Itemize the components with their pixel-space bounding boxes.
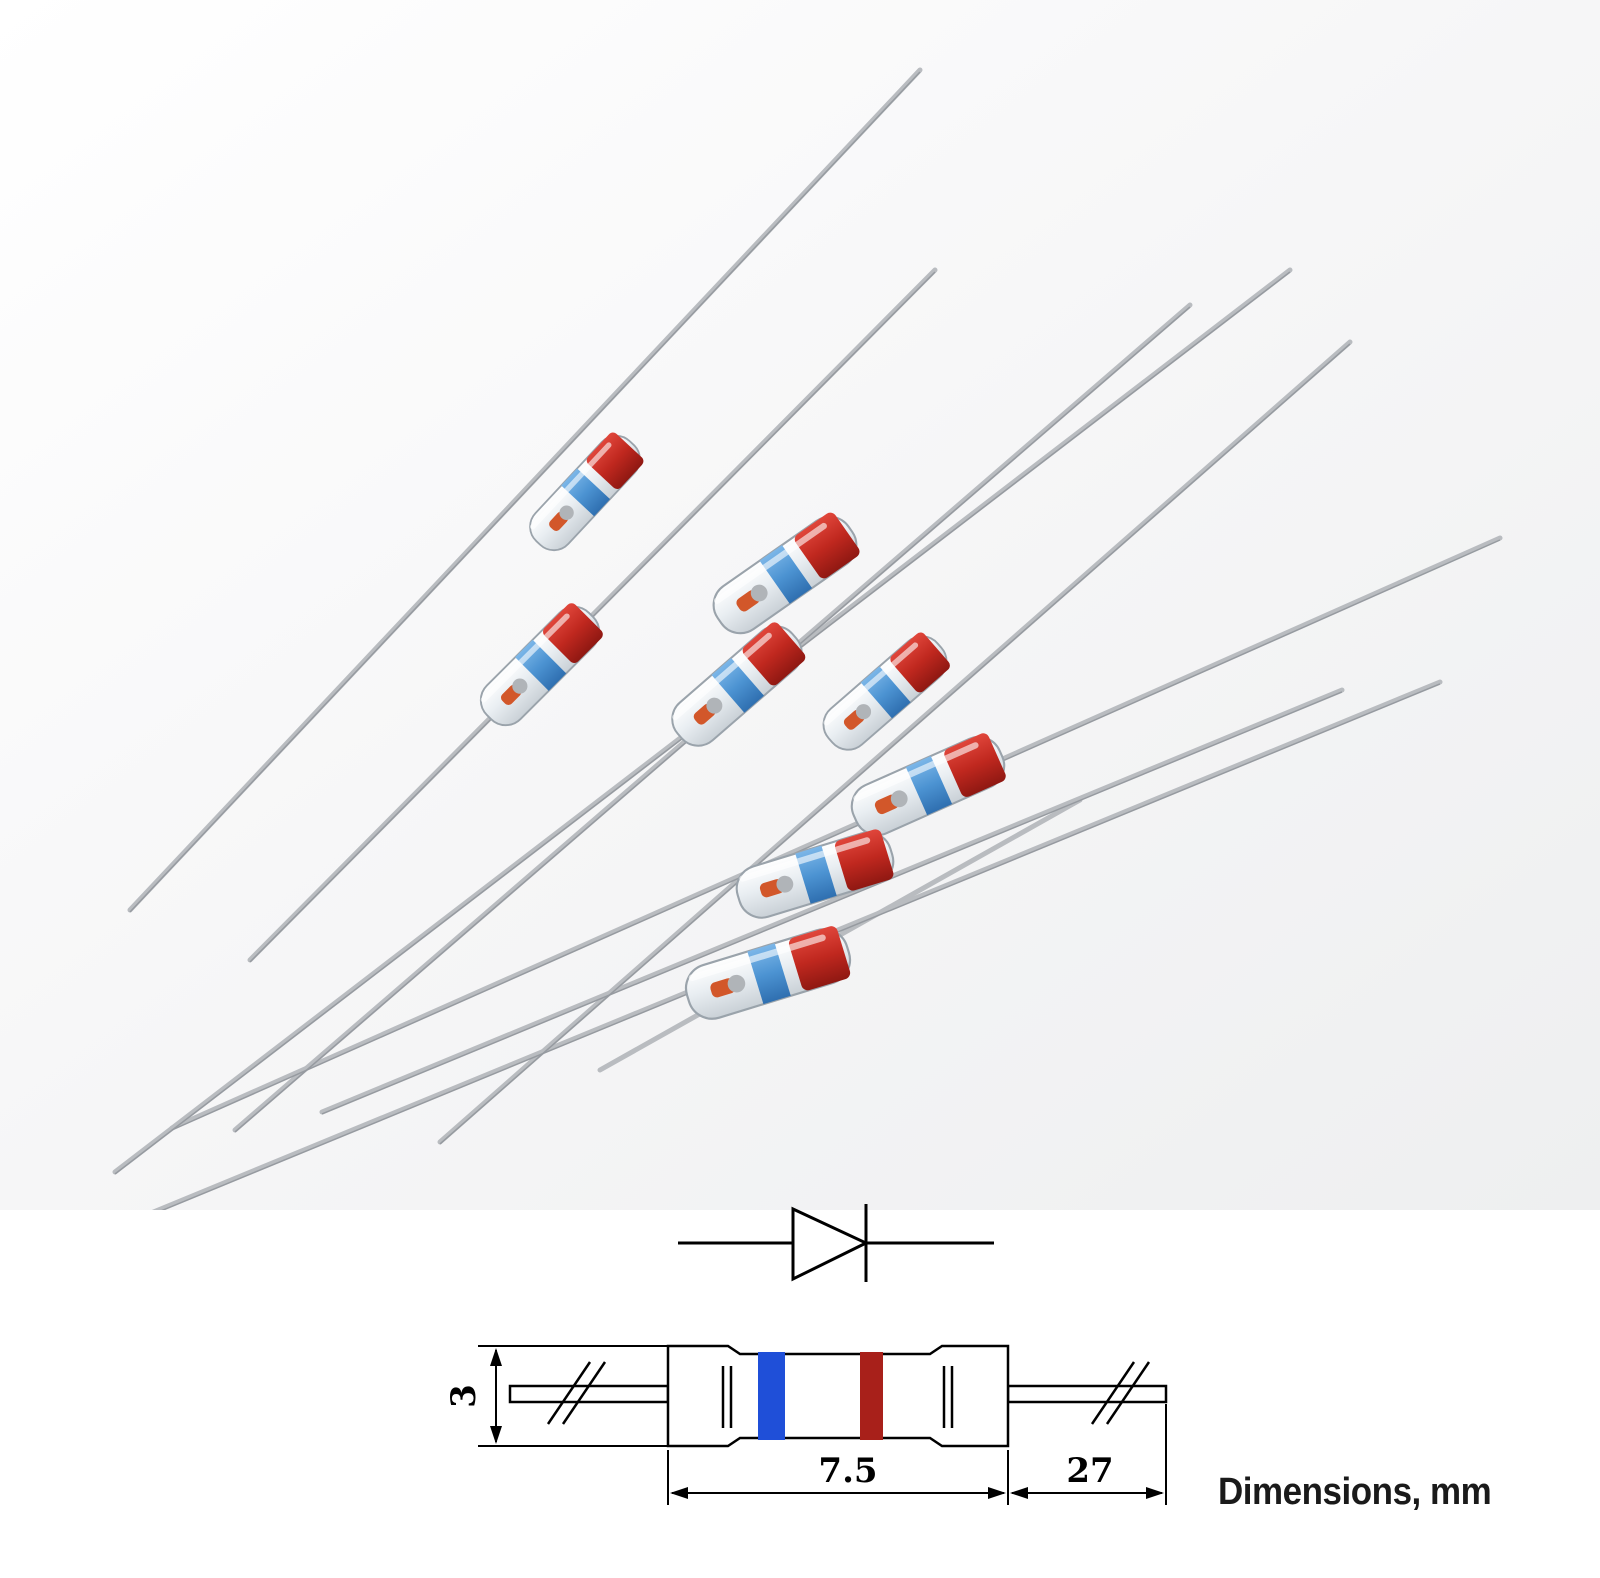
diodes-photo [0, 0, 1600, 1210]
dimensions-caption: Dimensions, mm [1218, 1471, 1492, 1513]
red-band [860, 1352, 883, 1440]
blue-band [758, 1352, 785, 1440]
diameter-label: 3 [444, 1384, 484, 1408]
diode-outline [508, 1344, 1168, 1448]
diode-symbol-icon [678, 1204, 994, 1282]
body-length-label: 7.5 [818, 1451, 877, 1491]
lead-length-label: 27 [1066, 1451, 1113, 1491]
